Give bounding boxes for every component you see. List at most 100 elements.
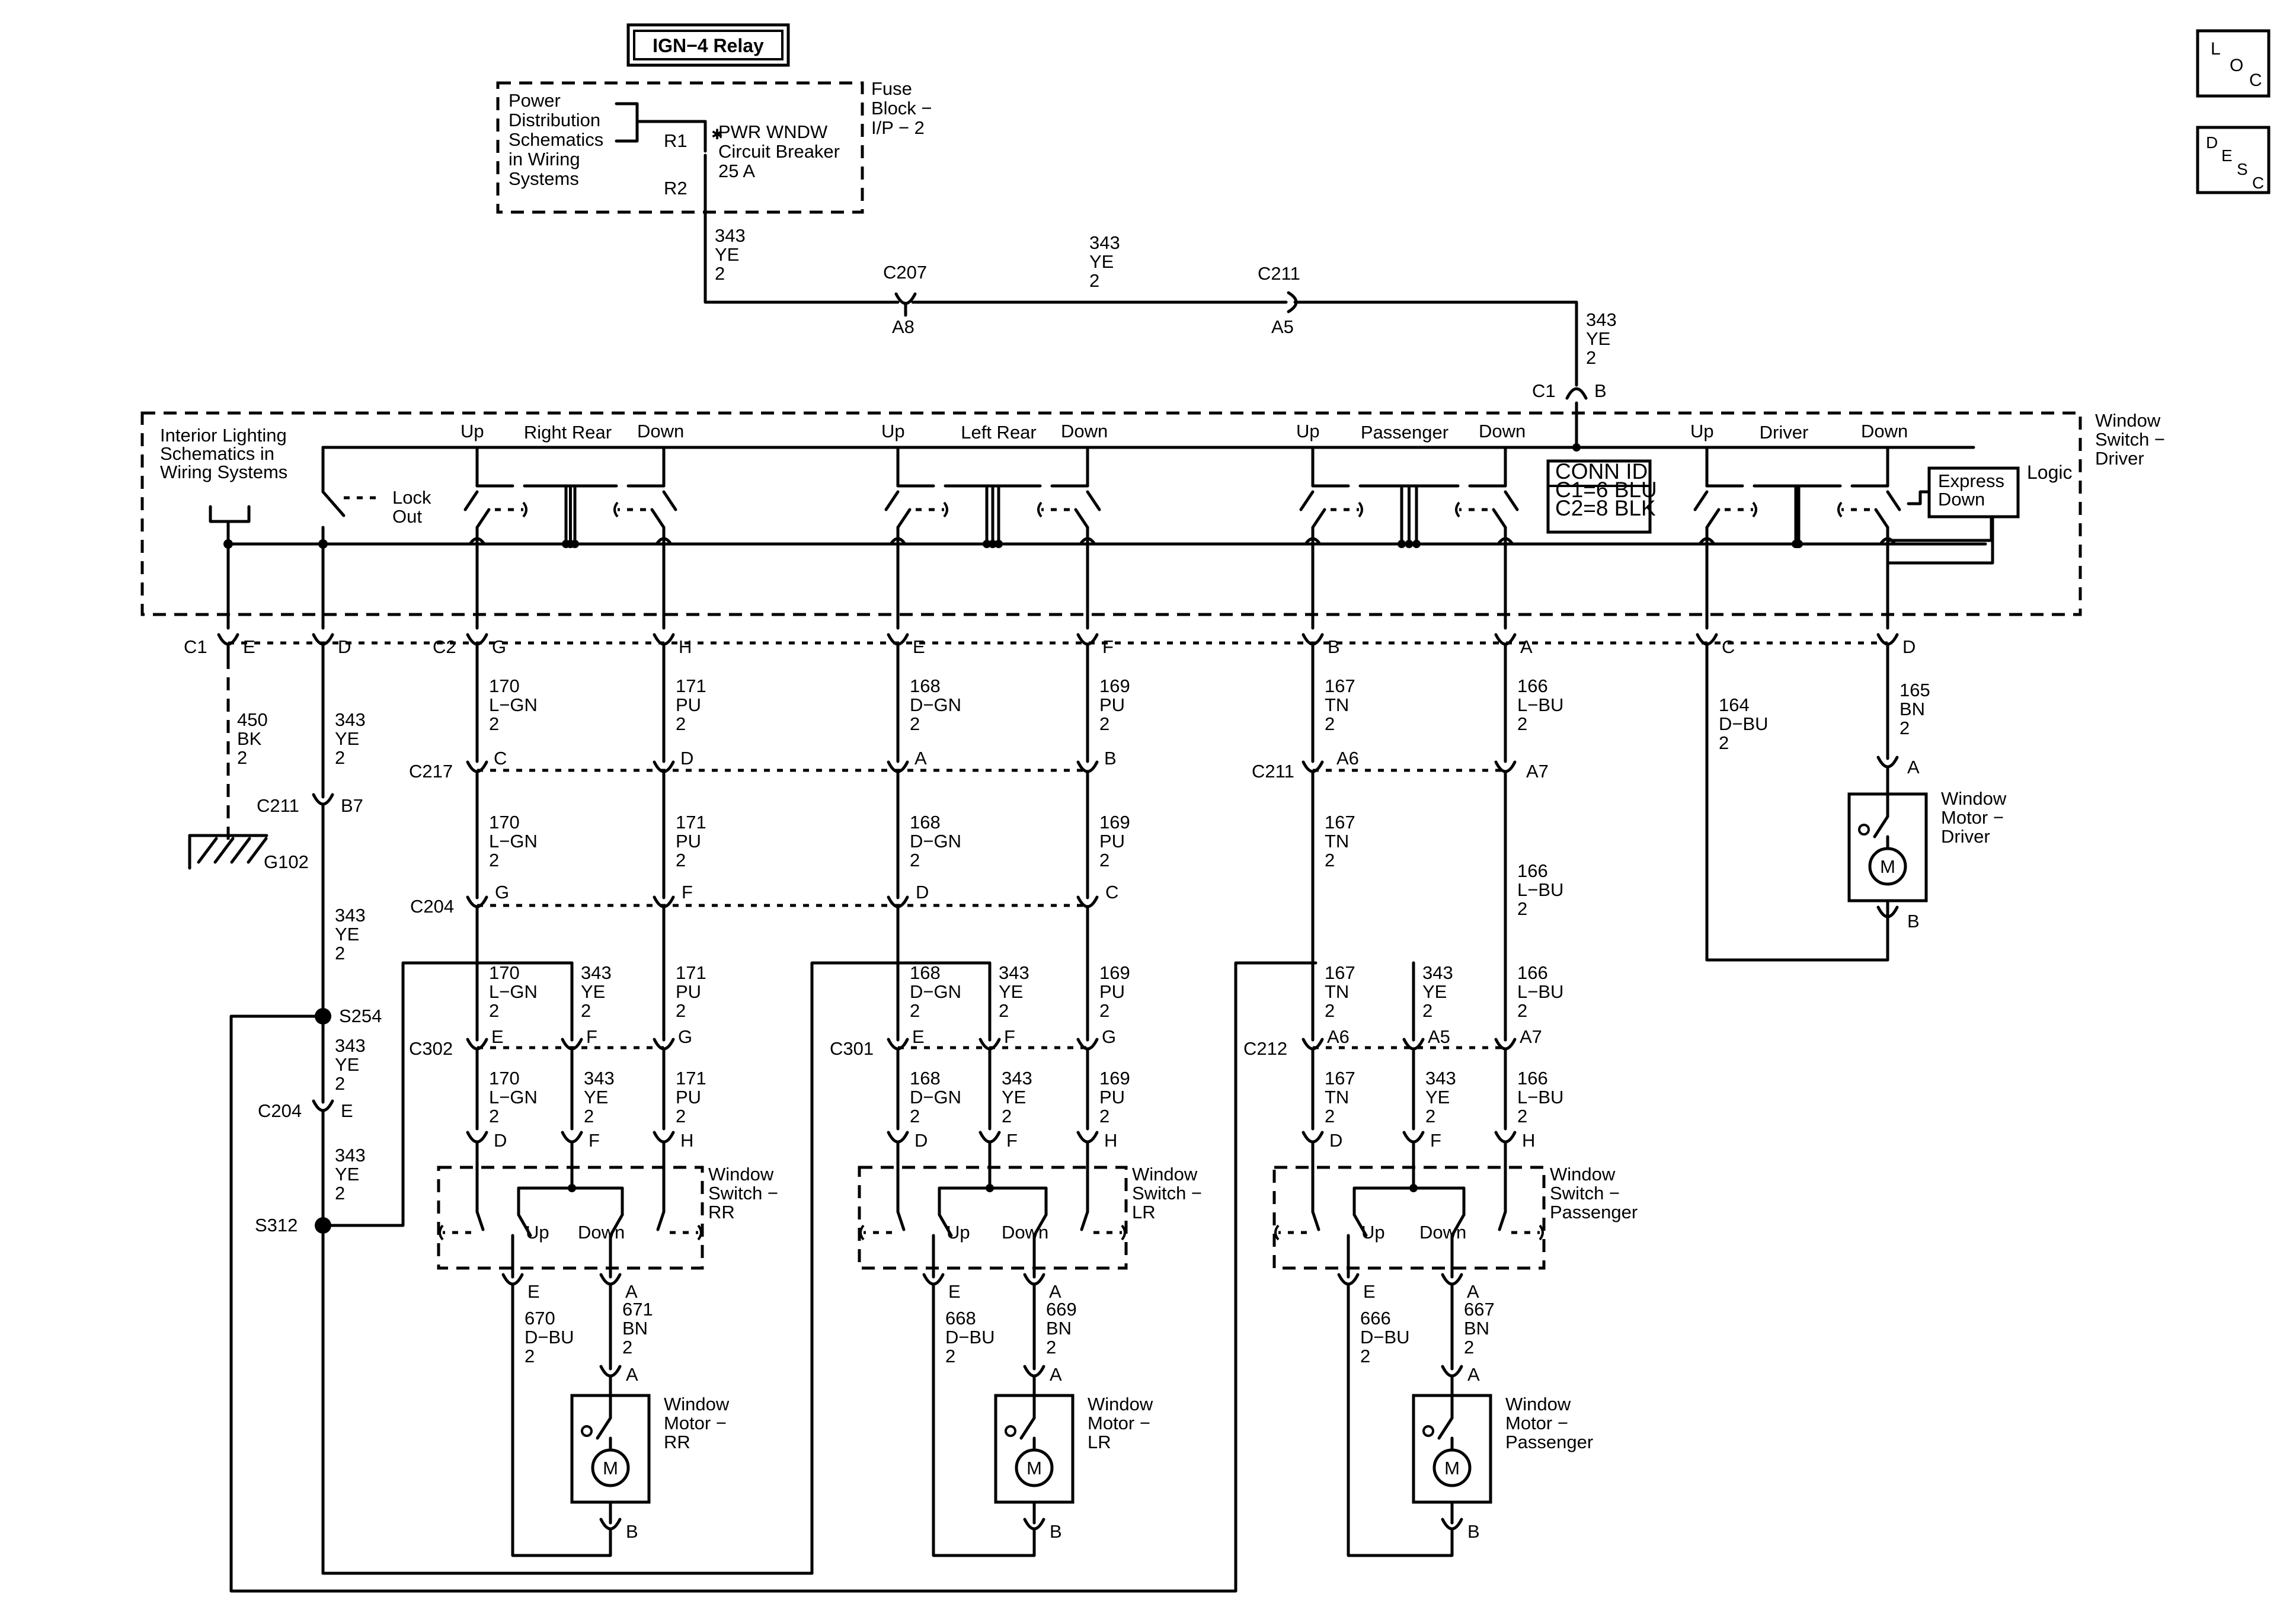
breaker-label: 25 A: [718, 161, 755, 181]
connector-c211b-pin: B7: [341, 795, 363, 816]
door-wire-lower: PU: [1099, 1087, 1125, 1108]
driver-switch-box: [140, 411, 2082, 616]
wire-label-top: L−GN: [489, 694, 538, 715]
wire-164-label: 164: [1719, 694, 1750, 715]
wire-167-label-2: TN: [1325, 831, 1349, 852]
connector-c1b-pin: B: [1594, 380, 1607, 401]
interior-lighting-label: Wiring Systems: [160, 462, 287, 482]
door-switch-title: Switch −: [1132, 1183, 1202, 1204]
door-wire-lower: YE: [1002, 1087, 1026, 1108]
connector-c1b-label: C1: [1532, 380, 1556, 401]
loc-l: L: [2211, 39, 2221, 59]
switch-actuator: [1274, 1224, 1280, 1241]
door-out-wire: BN: [1464, 1318, 1489, 1339]
feed-wire-label: 343: [715, 225, 746, 246]
door-switch-pin-label: H: [1104, 1130, 1117, 1151]
door-motor-pin-b-label: B: [626, 1521, 638, 1542]
door-switch-title: Switch −: [1550, 1183, 1620, 1204]
switch-contact: [884, 490, 900, 511]
switch-contact: [463, 490, 479, 511]
c204-pin-0: G: [495, 882, 509, 902]
door-motor-title: LR: [1088, 1432, 1111, 1452]
door-out-pin-a-label: A: [1049, 1281, 1061, 1302]
connector-c211-label: C211: [1258, 263, 1300, 284]
wire-343-pass: [229, 961, 1315, 1593]
connector-c207-label: C207: [883, 262, 927, 283]
door-switch-contact: [1352, 1213, 1368, 1237]
door-out-wire: 2: [622, 1337, 632, 1358]
door-wire-upper: 2: [1099, 1000, 1109, 1021]
power-dist-label: in Wiring: [509, 149, 580, 169]
group-3-label: Driver: [1760, 422, 1809, 443]
door-wire-upper: 2: [676, 1000, 686, 1021]
wire-343-label-4: 343: [335, 1145, 366, 1166]
door-out-wire: 670: [525, 1308, 555, 1329]
door-switch-up: Up: [946, 1222, 970, 1243]
group-down-label: Down: [1479, 421, 1526, 441]
door-wire-upper: 2: [1422, 1000, 1432, 1021]
door-wire-upper: YE: [1422, 981, 1447, 1002]
wire-343-label: 2: [335, 747, 345, 768]
door-wire-upper: 343: [999, 962, 1029, 983]
splice-s254-label: S254: [339, 1006, 382, 1026]
switch-contact: [475, 508, 491, 529]
door-wire-lower: 2: [1425, 1106, 1435, 1126]
door-switch-pin-label: H: [680, 1130, 693, 1151]
door-wire-lower: D−GN: [910, 1087, 961, 1108]
door-switch-title: LR: [1132, 1202, 1156, 1222]
main-pin-9: D: [1902, 636, 1916, 657]
breaker-pin-r1: R1: [664, 130, 687, 151]
wire-label-top: D−GN: [910, 694, 961, 715]
door-wire-lower: 343: [584, 1068, 615, 1089]
connector-c211-pin: A5: [1271, 316, 1294, 337]
switch-contact: [662, 490, 677, 511]
main-pin-5: F: [1102, 636, 1114, 657]
switch-contact: [1693, 490, 1709, 511]
desc-c: C: [2252, 174, 2264, 192]
relay-label: IGN−4 Relay: [653, 35, 764, 56]
main-pin-2: G: [492, 636, 506, 657]
conn-id-label: C2=8 BLK: [1555, 496, 1656, 520]
connector-c211a-label: C211: [1252, 761, 1294, 782]
conn-id-label: C1=6 BLU: [1555, 478, 1657, 502]
door-wire-lower: 171: [676, 1068, 706, 1089]
thermal-breaker: [596, 1394, 612, 1440]
power-dist-label: Power: [509, 90, 561, 111]
door-connector-label: C301: [830, 1038, 874, 1059]
conn-id-label: CONN ID: [1555, 459, 1648, 484]
door-connector-pin-label: A6: [1327, 1026, 1350, 1047]
door-switch-box: [858, 1166, 1128, 1270]
wire-164-label: D−BU: [1719, 713, 1769, 734]
door-wire-upper: 166: [1517, 962, 1548, 983]
wire-343-label-2: YE: [335, 924, 359, 945]
door-motor-pin-b-label: B: [1050, 1521, 1062, 1542]
loc-o: O: [2230, 56, 2243, 75]
door-wire-lower: 169: [1099, 1068, 1130, 1089]
switch-actuator: [943, 501, 948, 518]
c204-pin-3: C: [1105, 882, 1118, 902]
connector-c204b-label: C204: [258, 1100, 302, 1121]
door-wire-lower: YE: [1425, 1087, 1450, 1108]
door-wire-upper: 2: [1325, 1000, 1335, 1021]
switch-contact: [896, 508, 912, 529]
wire-166-label-2: 166: [1517, 860, 1548, 881]
c217-pin-1: D: [680, 748, 693, 769]
door-switch-down: Down: [578, 1222, 625, 1243]
door-connector-pin-label: E: [912, 1026, 925, 1047]
wire-label-top: PU: [676, 694, 701, 715]
door-motor-title: Motor −: [664, 1413, 727, 1433]
main-pin-7: A: [1520, 636, 1533, 657]
desc-d: D: [2206, 133, 2218, 152]
door-wire-upper: 343: [1422, 962, 1453, 983]
lockout-label: Lock: [392, 487, 431, 508]
express-down-label: Down: [1938, 489, 1985, 510]
wire-label-top: 2: [489, 713, 499, 734]
door-wire-lower: 2: [1002, 1106, 1012, 1126]
door-connector-pin-label: F: [586, 1026, 597, 1047]
door-wire-lower: 2: [676, 1106, 686, 1126]
door-motor-title: Window: [1505, 1394, 1571, 1414]
door-connector-label: C302: [409, 1038, 453, 1059]
door-out-wire: 2: [525, 1346, 535, 1366]
c204-pin-2: D: [916, 882, 929, 902]
door-switch-title: Switch −: [708, 1183, 778, 1204]
